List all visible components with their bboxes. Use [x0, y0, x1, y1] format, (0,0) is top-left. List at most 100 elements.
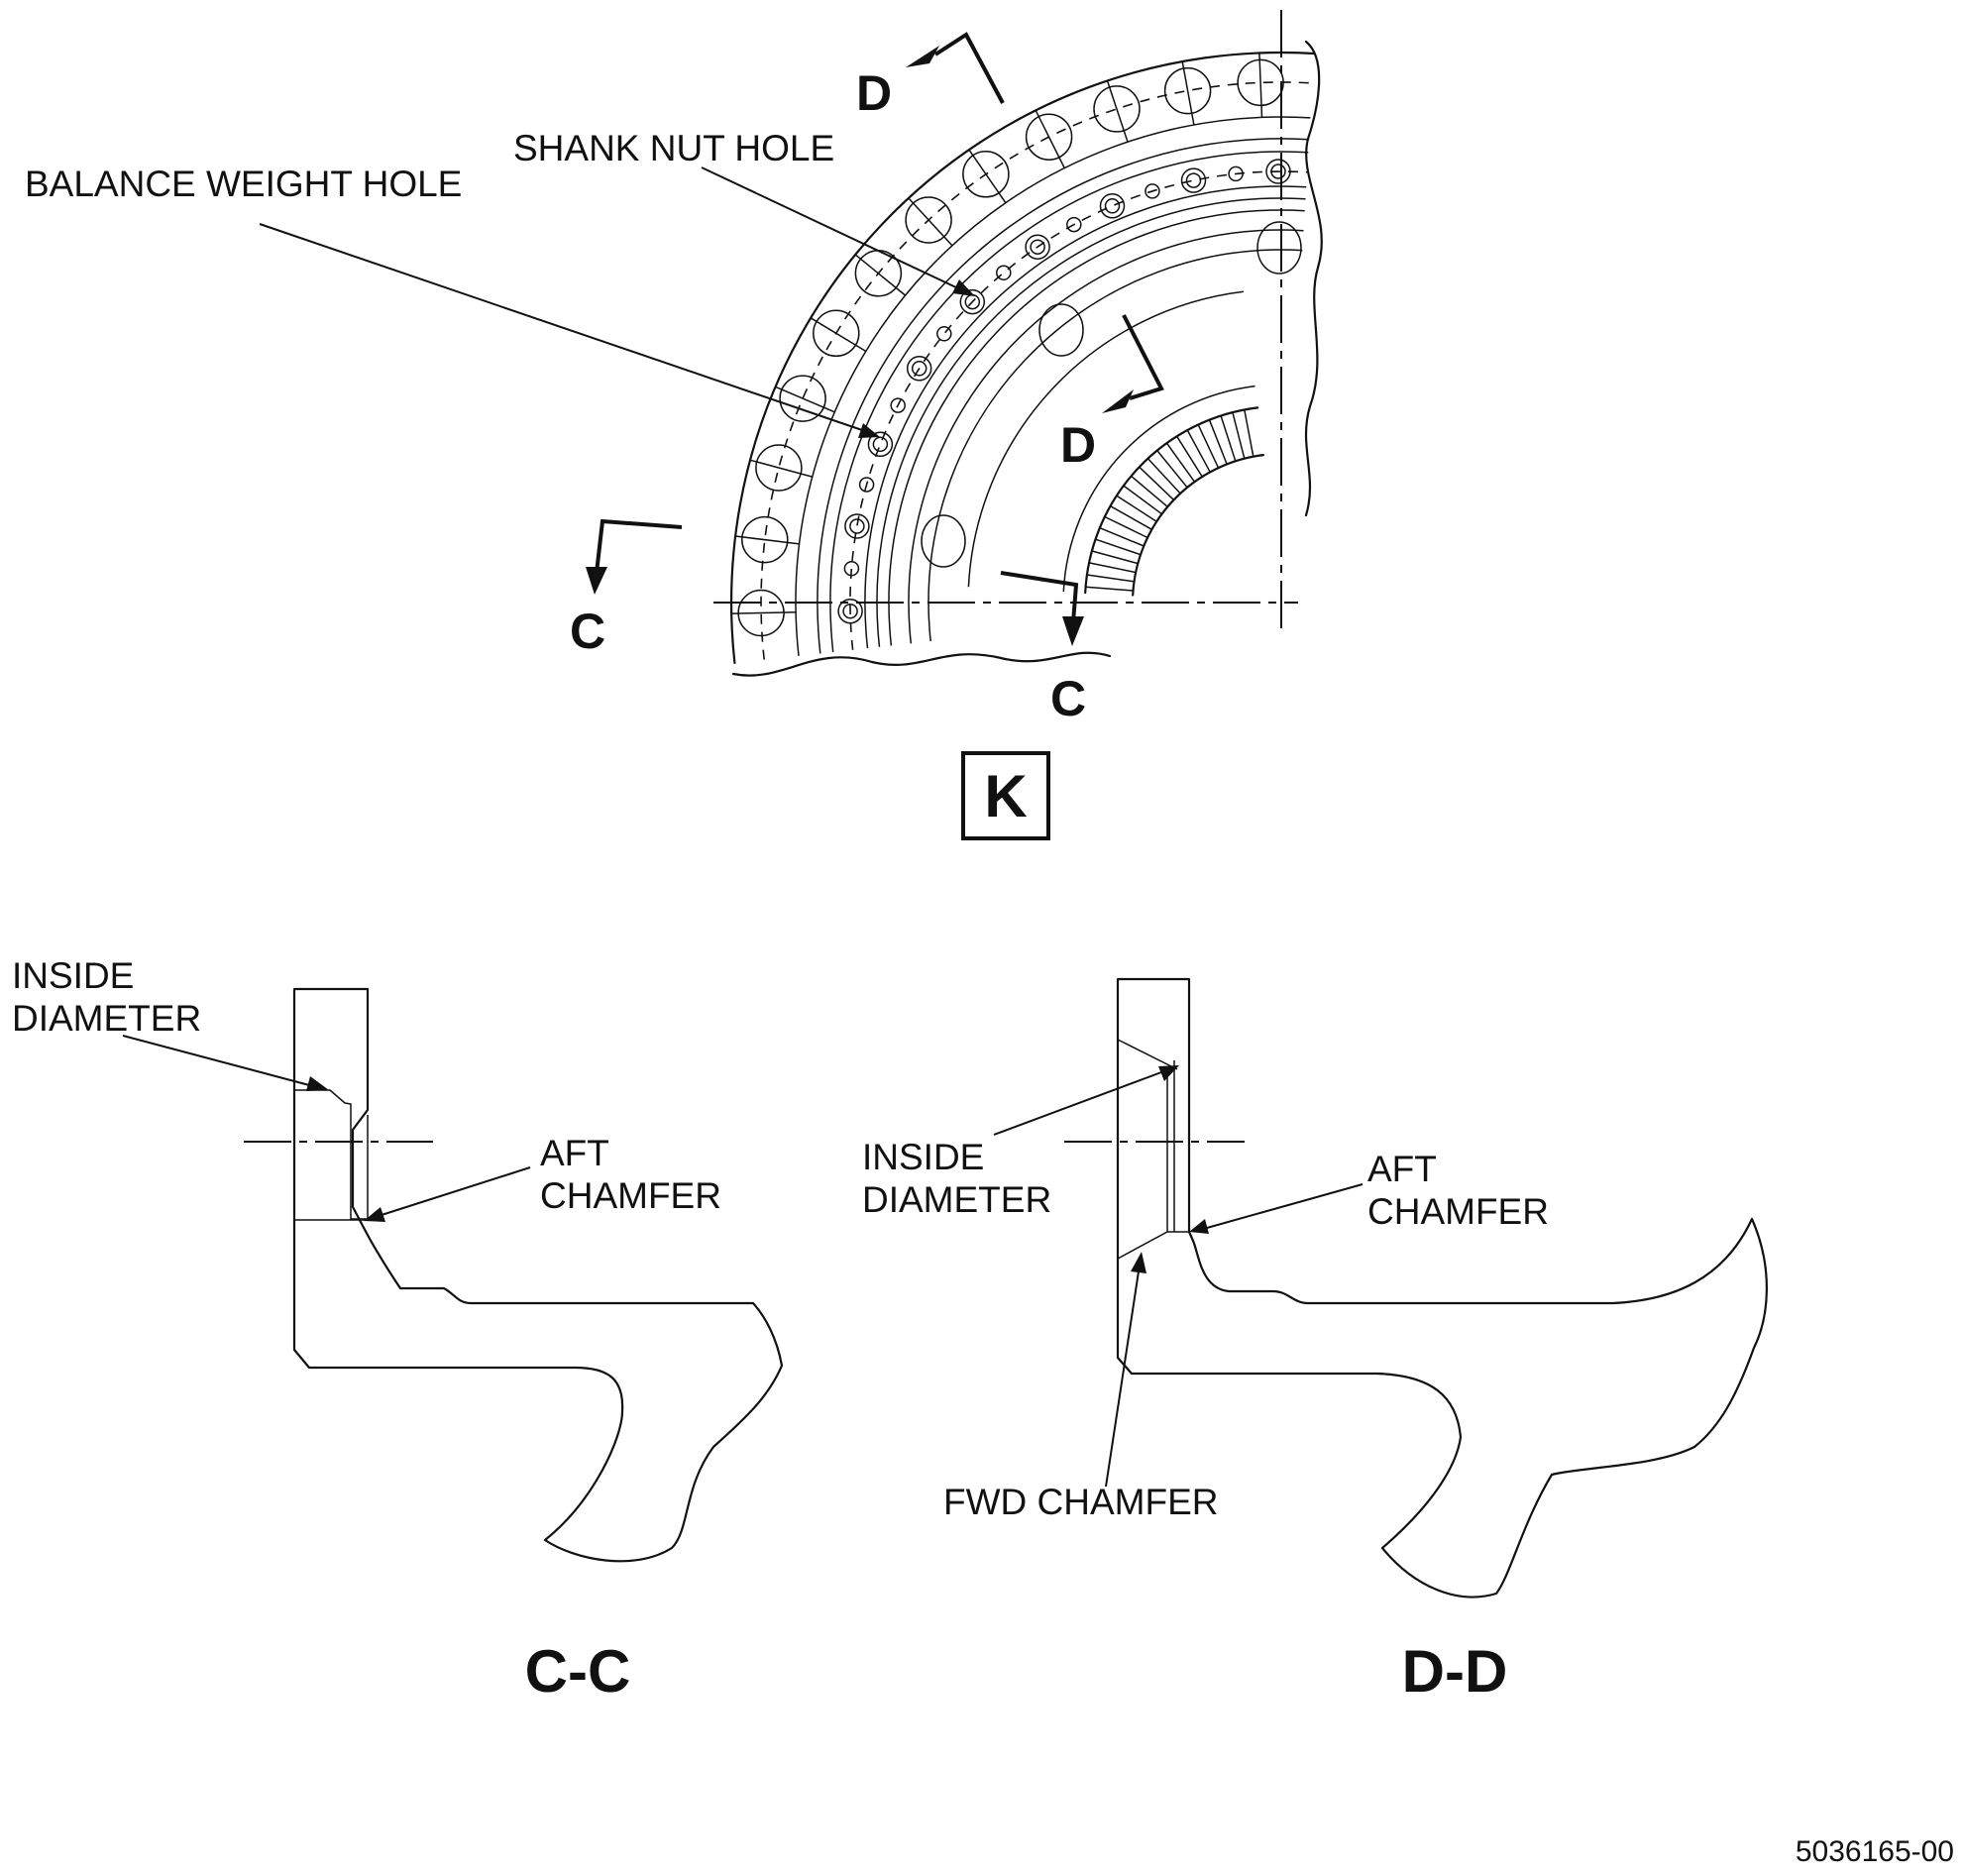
hub-slot [1186, 429, 1211, 473]
section-dd-inside-diameter-line1: INSIDE [862, 1137, 984, 1177]
balance-weight-hole [936, 326, 952, 342]
hub-slot [1156, 450, 1188, 489]
hub-slot [1165, 442, 1196, 483]
balance-weight-hole [1066, 216, 1082, 233]
bolt-circle-inner [849, 170, 1308, 650]
flange-ring-arc [908, 229, 1304, 644]
section-dd-inside-diameter-line2: DIAMETER [862, 1179, 1051, 1220]
shank-nut-hole-inner [1185, 172, 1202, 188]
hub-slot [1197, 424, 1220, 469]
web-relief-hole [1038, 303, 1084, 357]
flange-ring-arc [876, 197, 1306, 647]
hub-outer-arc [1084, 406, 1259, 595]
flange-ring-arc [864, 185, 1307, 649]
hub-slot [1095, 538, 1142, 556]
break-edge-right [1304, 40, 1323, 517]
bolt-circle-outer [760, 81, 1313, 660]
section-cc-aft-chamfer-line2: CHAMFER [540, 1175, 721, 1216]
section-dd-fwd-chamfer-label: FWD CHAMFER [943, 1482, 1218, 1522]
section-dd-aft-chamfer-leader [1189, 1183, 1364, 1234]
flange-ring-arc [729, 51, 1316, 664]
balance-weight-hole [843, 560, 860, 577]
shank-nut-hole [1025, 234, 1050, 260]
section-dd-aft-chamfer-line2: CHAMFER [1367, 1191, 1549, 1232]
section-cut-label-c-right: C [1050, 671, 1086, 726]
shank-nut-hole [1265, 159, 1291, 184]
section-cut-c-right [1000, 571, 1084, 646]
balance-weight-hole [858, 477, 875, 493]
break-edge-bottom [731, 651, 1112, 677]
flange-quarter-view [713, 10, 1323, 677]
section-cut-label-c-left: C [570, 604, 605, 659]
bolt-hole [962, 151, 1010, 198]
hub-slot [1176, 435, 1203, 478]
bolt-hole [1093, 85, 1141, 133]
bolt-hole-divider [810, 317, 867, 353]
web-relief-hole [921, 514, 966, 568]
shank-nut-hole [959, 288, 986, 315]
balance-weight-hole [1228, 166, 1244, 182]
bolt-hole-divider [1106, 80, 1129, 143]
hub-slot [1131, 475, 1168, 507]
bolt-hole [741, 515, 789, 564]
shank-nut-hole-inner [1270, 164, 1286, 179]
section-dd-view: INSIDE DIAMETER AFT CHAMFER FWD CHAMFER … [862, 977, 1768, 1705]
bolt-hole-divider [775, 386, 835, 413]
section-cut-d-mid [1102, 314, 1164, 413]
shank-nut-hole-label: SHANK NUT HOLE [513, 128, 834, 168]
web-ring-arc [967, 290, 1244, 588]
section-cut-label-d-top: D [856, 65, 892, 121]
shank-nut-hole-inner [842, 603, 858, 619]
flange-ring-arc [795, 116, 1311, 656]
shank-nut-hole-inner [1030, 239, 1045, 255]
shank-nut-hole [1180, 167, 1207, 193]
web-ring-arc [1062, 385, 1255, 593]
shank-nut-hole-inner [911, 361, 927, 377]
figure-number: 5036165-00 [1796, 1835, 1954, 1868]
section-cc-view: INSIDE DIAMETER AFT CHAMFER C-C [12, 955, 784, 1705]
section-cut-c-left [586, 518, 683, 595]
section-cut-d-top [906, 32, 1005, 104]
shank-nut-hole [906, 356, 932, 382]
hub-slot [1116, 495, 1157, 522]
bolt-hole-divider [731, 611, 797, 614]
bolt-hole [1163, 66, 1212, 115]
balance-weight-hole-leader [259, 223, 880, 438]
bolt-hole [813, 309, 860, 358]
bolt-hole-divider [908, 197, 953, 247]
bolt-hole [1025, 113, 1073, 161]
balance-weight-hole [996, 265, 1012, 280]
section-dd-profile [1116, 977, 1768, 1599]
shank-nut-hole-leader [701, 166, 975, 296]
shank-nut-hole [1099, 193, 1126, 219]
hub-slot [1091, 550, 1139, 565]
shank-nut-hole [844, 513, 870, 539]
hub-inner-arc [1132, 454, 1264, 597]
balance-weight-hole [1145, 183, 1160, 199]
hub-slot [1099, 527, 1145, 547]
hub-slot [1085, 586, 1134, 592]
hub-slot [1088, 562, 1137, 574]
shank-nut-hole [867, 431, 894, 458]
hub-slot [1104, 515, 1148, 539]
section-cc-inside-diameter-leader [122, 1035, 329, 1091]
view-label-k: K [984, 763, 1027, 829]
section-dd-aft-chamfer-line1: AFT [1367, 1149, 1437, 1189]
section-dd-fwd-chamfer-leader [1105, 1252, 1146, 1488]
hub-slot [1220, 415, 1237, 462]
hub-slot [1232, 412, 1246, 459]
hub-slot [1123, 485, 1162, 515]
bolt-hole-divider [854, 254, 906, 296]
bolt-hole-divider [749, 459, 813, 478]
section-dd-inside-diameter-leader [993, 1065, 1179, 1136]
flange-ring-arc [888, 209, 1305, 646]
view-label-box [961, 751, 1050, 840]
hub-slot [1139, 466, 1175, 500]
shank-nut-hole-inner [1104, 198, 1121, 214]
hub-slot [1086, 574, 1135, 583]
bolt-hole [779, 375, 826, 422]
hub-slot [1146, 458, 1181, 495]
shank-nut-hole-inner [872, 436, 889, 453]
section-cc-profile [292, 987, 784, 1563]
